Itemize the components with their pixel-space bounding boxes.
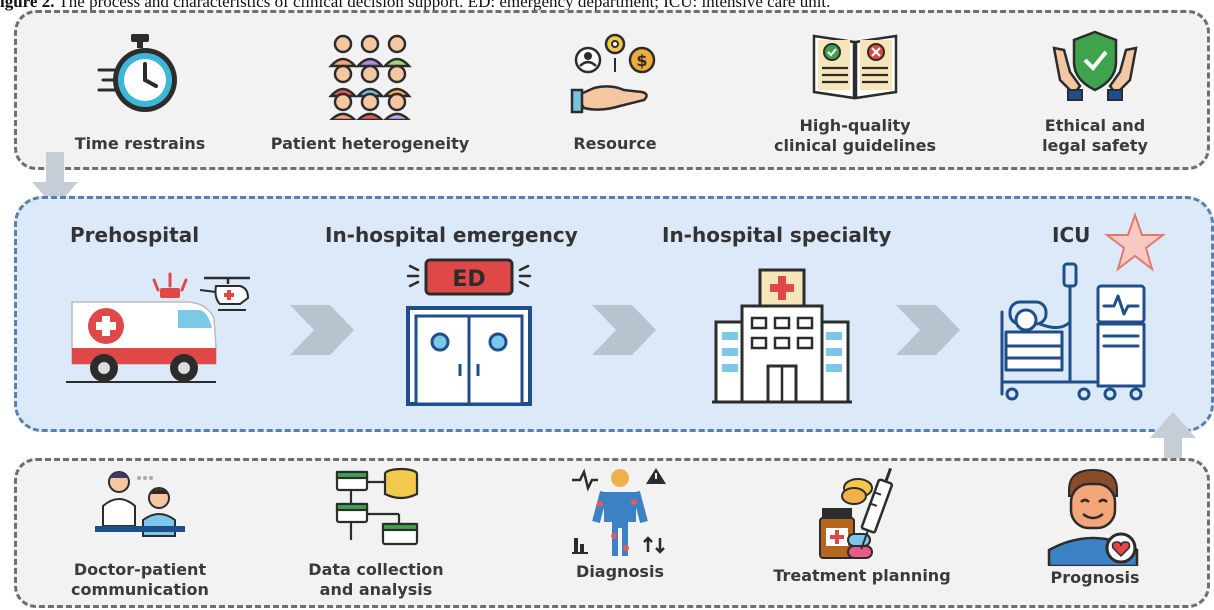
factor-clinical-guidelines: High-quality clinical guidelines [755,28,955,156]
guideline-book-icon [812,34,898,100]
factor-label-line2: clinical guidelines [773,136,937,155]
factor-patient-heterogeneity: Patient heterogeneity [265,30,475,154]
patient-heart-icon [1047,468,1139,566]
stage-title-icu: ICU [1052,223,1091,247]
chevron-right-icon [290,305,354,355]
step-label-line2: communication [71,580,209,599]
factor-label: Patient heterogeneity [270,134,470,153]
chevron-right-icon [896,305,960,355]
factor-label: Time restrains [74,134,206,153]
stage-title-specialty: In-hospital specialty [662,223,892,247]
step-data-collection-analysis: Data collection and analysis [296,466,456,600]
stopwatch-icon [97,34,177,112]
icu-bed-icon [1000,262,1146,401]
factor-label-line1: Ethical and [1044,116,1146,135]
emergency-department-icon: ED [406,258,532,406]
step-label: Prognosis [1050,568,1140,587]
step-label: Diagnosis [576,562,664,581]
body-diagnosis-icon [572,468,666,556]
step-label: Treatment planning [773,566,951,585]
doctor-patient-icon [95,471,185,537]
ed-sign-text: ED [452,267,485,292]
step-treatment-planning: Treatment planning [762,466,962,586]
step-label-line2: and analysis [319,580,433,599]
resource-hand-icon: $ [570,33,656,114]
figure-caption: igure 2. The process and characteristics… [0,0,831,11]
factor-time-restrains: Time restrains [60,30,220,154]
ambulance-icon [66,272,250,383]
factor-label-line2: legal safety [1042,136,1148,155]
down-arrow-icon [32,152,78,208]
medicine-icon [819,467,894,559]
factor-label: Resource [573,134,657,153]
hospital-building-icon [712,268,852,404]
data-flow-icon [335,467,419,546]
stage-title-prehospital: Prehospital [70,223,200,247]
people-group-icon [328,34,412,120]
shield-hands-icon [1052,30,1138,101]
factor-resource: $ Resource [540,30,690,154]
step-diagnosis: Diagnosis [545,466,695,582]
step-prognosis: Prognosis [1030,466,1160,588]
svg-text:$: $ [636,51,647,70]
step-doctor-patient-communication: Doctor-patient communication [60,466,220,600]
step-label-line1: Data collection [308,560,444,579]
chevron-right-icon [592,305,656,355]
stage-title-emergency: In-hospital emergency [325,223,578,247]
star-icon [1104,212,1166,272]
factor-label-line1: High-quality [799,116,911,135]
step-label-line1: Doctor-patient [73,560,207,579]
factor-ethical-legal-safety: Ethical and legal safety [1020,28,1170,156]
